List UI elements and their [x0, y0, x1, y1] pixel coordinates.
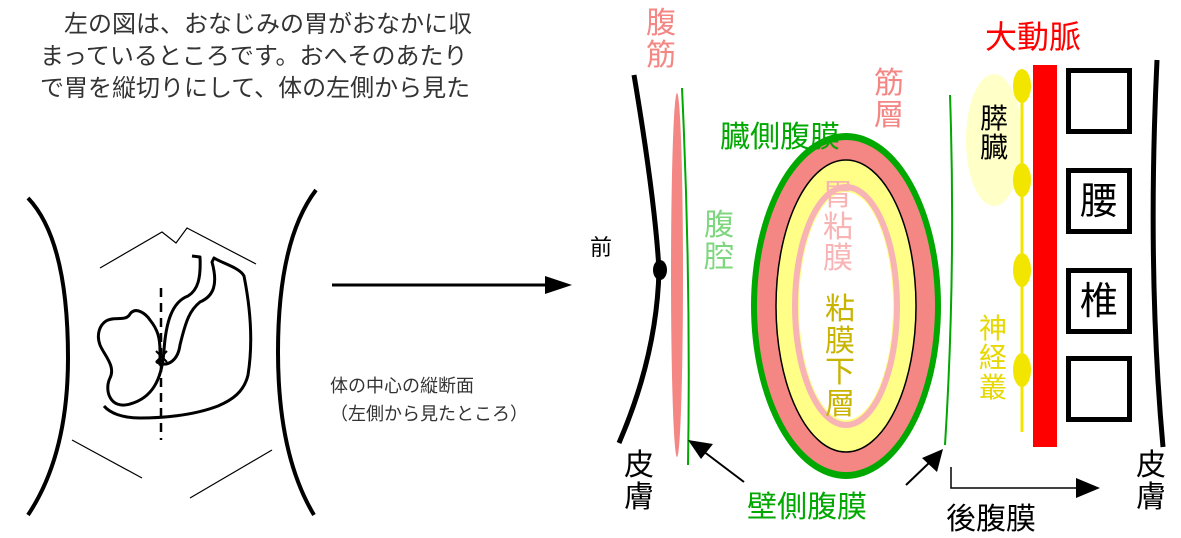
label-nerve-plexus: 神経叢 [978, 312, 1007, 404]
parietal-peritoneum-back [944, 94, 954, 446]
skin-front [616, 74, 662, 444]
torso-right-outline [275, 188, 318, 517]
label-muscle-layer: 筋層 [874, 66, 904, 133]
skin-back [1150, 59, 1166, 448]
label-peritoneal-cavity: 腹腔 [704, 208, 734, 275]
pancreas-shape [966, 74, 1022, 206]
ribcage-line [99, 227, 257, 269]
torso-left-outline [26, 196, 71, 517]
stomach-lumen [799, 192, 893, 420]
intro-paragraph: 左の図は、おなじみの胃がおなかに収 まっているところです。おへそのあたり で胃を… [40, 10, 472, 102]
vertebra-box [1066, 356, 1132, 422]
cross-mark-icon [155, 350, 168, 363]
ganglion [1013, 353, 1031, 387]
torso-illustration [26, 188, 318, 517]
label-skin-left: 皮膚 [624, 448, 654, 515]
label-parietal-peritoneum: 壁側腹膜 [747, 490, 867, 525]
label-retroperitoneum: 後腹膜 [946, 502, 1036, 537]
label-aorta: 大動脈 [985, 18, 1082, 56]
pelvis-line-right [189, 449, 273, 499]
label-abdominal-muscle: 腹筋 [646, 6, 676, 73]
navel [653, 260, 667, 280]
section-caption-line1: 体の中心の縦断面 [330, 376, 474, 397]
ganglion [1013, 69, 1031, 103]
label-pancreas: 膵臓 [979, 102, 1008, 165]
arrow-up-left-icon [688, 440, 745, 483]
vertebra-box-vertebra: 椎 [1066, 268, 1132, 334]
vertebra-box [1066, 68, 1132, 134]
label-visceral-peritoneum: 臓側腹膜 [720, 120, 840, 155]
parietal-peritoneum-front [681, 87, 690, 466]
ganglion [1013, 253, 1031, 287]
arrow-up-right-icon [905, 449, 943, 486]
vertebra-box-lumbar: 腰 [1066, 168, 1132, 234]
abdominal-muscle-shape [671, 93, 683, 457]
label-front: 前 [590, 236, 613, 261]
arrow-right-icon [332, 276, 572, 294]
aorta-shape [1033, 65, 1057, 447]
label-gastric-mucosa: 胃粘膜 [823, 178, 853, 276]
ganglion [1013, 163, 1031, 197]
retroperitoneum-arrow [950, 467, 1100, 498]
stomach-outline [96, 254, 253, 420]
pelvis-line-left [71, 439, 143, 479]
cross-section [616, 59, 1166, 498]
label-submucosa: 粘膜下層 [825, 292, 855, 422]
section-caption-line2: （左側から見たところ） [330, 404, 528, 425]
label-skin-right: 皮膚 [1136, 448, 1166, 515]
stomach-mucosa [792, 184, 900, 428]
